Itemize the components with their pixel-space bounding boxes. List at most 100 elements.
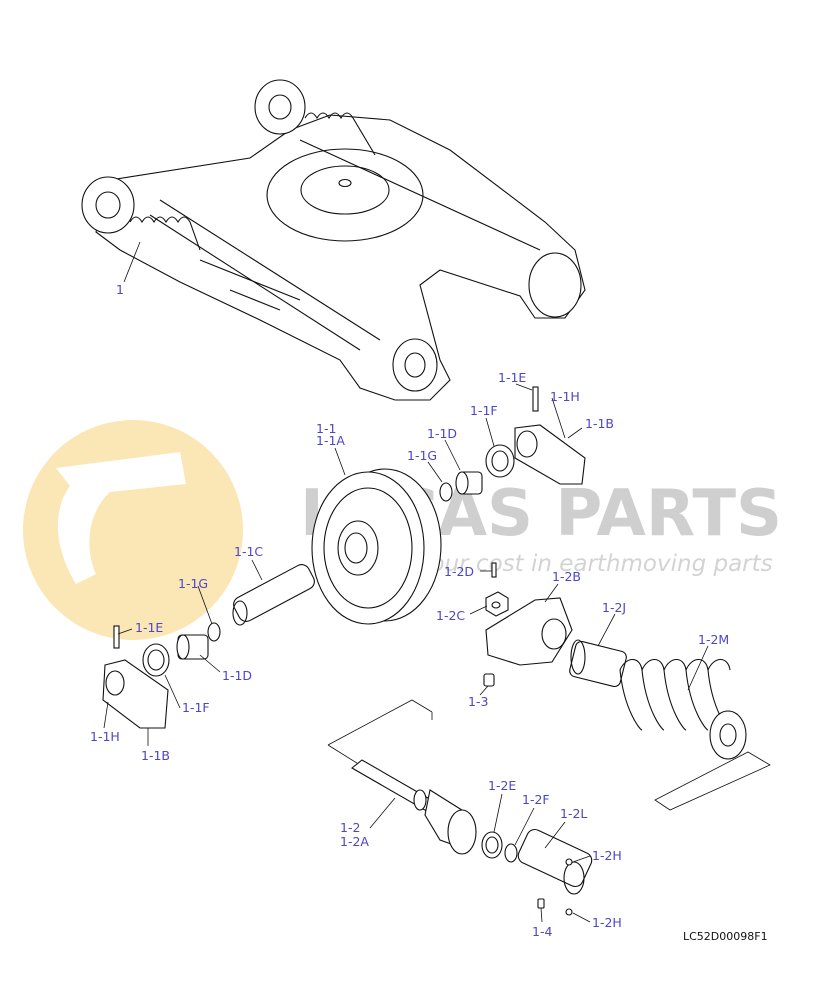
callout-1-3: 1-3	[468, 694, 488, 709]
track-frame-assembly	[81, 79, 586, 401]
bushing-1-1d-right-end	[455, 471, 469, 495]
seal-1-1f-right-inner	[491, 450, 509, 472]
o-ring-1-1g-left	[207, 622, 221, 642]
callout-1-1f-left: 1-1F	[182, 700, 210, 715]
idler-hub-outer	[337, 520, 379, 576]
leader-1-1g-right	[427, 461, 443, 483]
leader-1-1f-right	[485, 417, 495, 447]
rod-assembly	[351, 759, 593, 916]
swing-circle-inner	[300, 165, 390, 215]
callout-1-2h-bottom: 1-2H	[592, 915, 622, 930]
frame-spring-right	[304, 112, 376, 156]
callout-1-1: 1-1	[316, 421, 336, 436]
swing-circle-outer	[266, 148, 424, 242]
leader-1-2b	[544, 583, 559, 603]
leader-1-1c	[251, 559, 263, 581]
cylinder-1-2l	[517, 828, 593, 888]
frame-sprocket-hub-inner	[404, 352, 426, 378]
watermark-logo	[23, 420, 243, 640]
callout-1-2d: 1-2D	[444, 564, 474, 579]
leader-1-1h-right	[551, 397, 566, 439]
callout-1-2c: 1-2C	[436, 608, 465, 623]
leader-1-3	[479, 685, 489, 696]
leader-1-1e-left	[117, 628, 133, 635]
leader-1-1d-right	[444, 439, 461, 471]
callout-1-2m: 1-2M	[698, 632, 729, 647]
callout-1-1a: 1-1A	[316, 433, 345, 448]
leader-1-2e	[493, 793, 503, 833]
callout-1-1b-left: 1-1B	[141, 748, 170, 763]
frame-outline	[95, 114, 586, 401]
idler-left-bearing-group	[102, 564, 315, 729]
bushing-1-1d-left-end	[176, 634, 190, 660]
leader-1-4	[540, 907, 543, 923]
support-1-1b-right	[514, 424, 586, 485]
fitting-1-2h-top	[565, 858, 573, 866]
frame-idler-right	[254, 79, 306, 135]
frame-idler-left-inner	[95, 191, 121, 219]
frame-idler-right-inner	[268, 94, 292, 120]
nut-1-2c-hole	[491, 601, 501, 609]
frame-sprocket-hub	[392, 338, 438, 392]
watermark-logo-circle	[23, 420, 243, 640]
seal-1-1f-left-inner	[147, 649, 165, 671]
callout-1-1h-right: 1-1H	[550, 389, 580, 404]
seal-1-1f-right	[485, 444, 515, 478]
support-1-1b-right-bore	[516, 430, 538, 458]
sleeve-1-2j-end	[570, 639, 586, 675]
drawing-code: LC52D00098F1	[683, 930, 768, 943]
support-1-1b-left-bore	[105, 670, 125, 696]
leader-1-1d-left	[199, 654, 221, 673]
pin-1-2d	[491, 562, 497, 578]
callout-1-2f: 1-2F	[522, 792, 550, 807]
idler-rim-groove	[323, 487, 413, 609]
spring-1-2m-end	[709, 710, 747, 760]
callout-1-2: 1-2	[340, 820, 360, 835]
recoil-spring-group	[483, 562, 747, 760]
callout-1-1d-left: 1-1D	[222, 668, 252, 683]
swing-circle-hub	[338, 178, 352, 188]
leader-1-2h-bottom	[572, 912, 591, 923]
leader-1-1h-left	[103, 701, 109, 729]
callout-labels: 1 1-1 1-1A 1-1G 1-1D 1-1F 1-1E 1-1H 1-1B…	[90, 282, 729, 939]
leader-1-2c	[469, 605, 488, 615]
frame-rear-end	[528, 252, 582, 318]
callout-1-1e-right: 1-1E	[498, 370, 526, 385]
bolt-1-3	[483, 673, 495, 687]
rod-1-2a-piston-face	[447, 809, 477, 855]
frame-idler-left	[81, 176, 135, 234]
pin-1-1e-left	[113, 625, 120, 649]
seal-1-2e	[481, 831, 503, 859]
idler-wheel	[311, 468, 442, 625]
leader-1-1g-left	[197, 585, 213, 625]
callout-1-1g-left: 1-1G	[178, 576, 208, 591]
leader-1-2f	[514, 807, 535, 846]
leader-1-1	[334, 447, 346, 476]
callout-1-1f-right: 1-1F	[470, 403, 498, 418]
callout-1-2l: 1-2L	[560, 806, 587, 821]
leader-1-2h-top	[572, 855, 591, 863]
leader-1	[123, 241, 141, 283]
leader-lines	[103, 241, 709, 923]
callout-1-2a: 1-2A	[340, 834, 369, 849]
leader-1-2j	[597, 613, 616, 647]
shaft-1-1c-end	[232, 600, 248, 626]
callout-1-1h-left: 1-1H	[90, 729, 120, 744]
rod-1-2a-collar	[413, 789, 427, 811]
support-1-1b-left	[102, 659, 169, 729]
callout-1-1c: 1-1C	[234, 544, 263, 559]
callout-1: 1	[116, 282, 124, 297]
idler-right-bearing-group	[439, 386, 586, 502]
o-ring-1-1g-right	[439, 482, 453, 502]
fitting-1-2h-bottom	[565, 908, 573, 916]
leader-1-2m	[687, 645, 709, 691]
callout-1-1d-right: 1-1D	[427, 426, 457, 441]
frame-side-rail	[199, 259, 301, 311]
leader-1-1e-right	[515, 383, 533, 391]
callout-1-1g-right: 1-1G	[407, 448, 437, 463]
spring-1-2m	[619, 658, 731, 731]
callout-1-1e-left: 1-1E	[135, 620, 163, 635]
idler-hub-inner	[344, 532, 368, 564]
nut-1-2c	[485, 591, 509, 617]
callout-1-2h-top: 1-2H	[592, 848, 622, 863]
